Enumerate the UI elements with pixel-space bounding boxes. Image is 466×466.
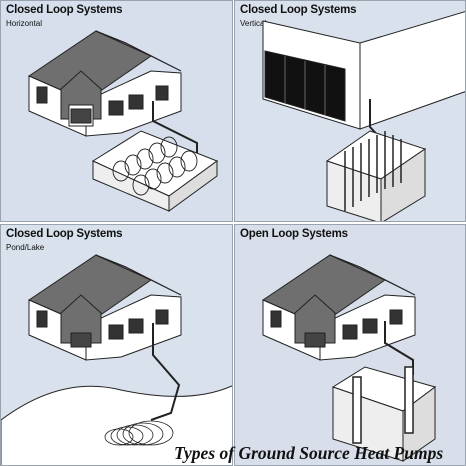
panel-title: Closed Loop Systems: [6, 4, 123, 16]
commercial-building-illustration: [262, 11, 465, 130]
panel-subtitle: Vertical: [240, 19, 267, 28]
house-illustration: [27, 254, 182, 361]
pond-loop-illustration: [1, 254, 232, 465]
horizontal-loop-illustration: [1, 30, 232, 221]
panel-pond-lake: Closed Loop Systems Pond/Lake: [0, 224, 233, 466]
panel-open-loop: Open Loop Systems: [234, 224, 466, 466]
house-illustration: [261, 254, 416, 361]
vertical-loop-illustration: [262, 11, 465, 221]
panel-subtitle: Pond/Lake: [6, 243, 45, 252]
panel-title: Closed Loop Systems: [6, 228, 123, 240]
house-illustration: [27, 30, 182, 137]
panel-horizontal: Closed Loop Systems Horizontal: [0, 0, 233, 222]
open-loop-illustration: [261, 254, 437, 462]
panel-vertical: Closed Loop Systems Vertical: [234, 0, 466, 222]
caption: Types of Ground Source Heat Pumps: [174, 443, 444, 463]
panel-subtitle: Horizontal: [6, 19, 43, 28]
panel-title: Closed Loop Systems: [240, 4, 357, 16]
panel-title: Open Loop Systems: [240, 228, 348, 240]
